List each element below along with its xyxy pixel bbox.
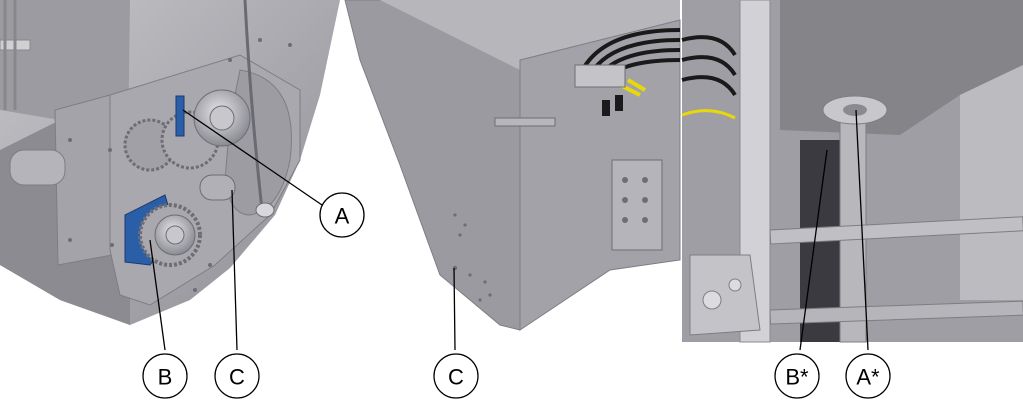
bolt-holes bbox=[68, 38, 292, 292]
hose-block bbox=[574, 64, 626, 88]
right-panel-frame-detail bbox=[681, 0, 1023, 343]
leader-a-star bbox=[855, 109, 869, 351]
callout-c-middle-label: C bbox=[448, 365, 464, 390]
bolt-holes bbox=[452, 177, 648, 302]
yellow-hose bbox=[681, 109, 736, 120]
leader-lines bbox=[149, 109, 869, 351]
flange-hole bbox=[843, 104, 867, 116]
upper-hub-center bbox=[209, 105, 235, 131]
bearing-block bbox=[54, 94, 113, 266]
callout-c-left: C bbox=[214, 353, 260, 399]
cross-bar bbox=[769, 300, 1023, 325]
callout-c-middle: C bbox=[433, 353, 479, 399]
callout-a: A bbox=[319, 192, 365, 238]
callout-a-label: A bbox=[335, 204, 350, 229]
callout-c-left-label: C bbox=[229, 365, 245, 390]
hitch-pin bbox=[728, 278, 742, 292]
leader-a bbox=[182, 109, 323, 206]
hopper-top-rim bbox=[380, 0, 680, 70]
bracket-plate bbox=[611, 159, 663, 251]
leader-c-middle bbox=[453, 267, 456, 351]
leader-b-star bbox=[799, 149, 828, 351]
leader-b bbox=[149, 239, 166, 351]
lower-hub-center bbox=[165, 225, 185, 245]
shaft-cylinder bbox=[9, 149, 66, 186]
cross-bar bbox=[769, 216, 1023, 245]
callout-b-label: B bbox=[158, 365, 173, 390]
pin-end bbox=[255, 202, 275, 218]
hitch-bracket bbox=[689, 254, 761, 336]
hydraulic-hoses bbox=[681, 35, 737, 97]
callout-b-star-label: B* bbox=[785, 365, 809, 390]
callout-b: B bbox=[142, 353, 188, 399]
middle-panel-hopper-side bbox=[344, 0, 681, 331]
blue-bracket-upper bbox=[175, 95, 185, 137]
callout-a-star-label: A* bbox=[856, 365, 880, 390]
callout-b-star: B* bbox=[774, 353, 820, 399]
cable bbox=[243, 0, 264, 211]
pin-cylinder bbox=[199, 174, 236, 201]
side-plate bbox=[519, 19, 681, 331]
side-wall bbox=[960, 65, 1023, 300]
leader-c-left bbox=[231, 189, 238, 351]
handle-bar bbox=[494, 117, 556, 127]
left-panel-sprocket-drive bbox=[0, 0, 340, 325]
hitch-pin bbox=[702, 290, 722, 310]
callout-a-star: A* bbox=[845, 353, 891, 399]
hose-couplers bbox=[602, 95, 623, 116]
